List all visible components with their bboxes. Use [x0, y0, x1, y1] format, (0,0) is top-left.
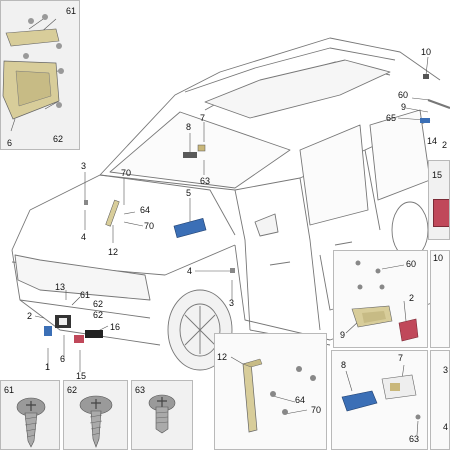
- detail-callout-8: 8: [341, 360, 347, 370]
- screw-61-illustration: [16, 397, 46, 448]
- detail-12-callout-64: 64: [295, 395, 306, 405]
- callout-62-front-a: 62: [93, 299, 104, 309]
- callout-61-top: 61: [66, 6, 77, 16]
- detail-9-callout-2: 2: [409, 293, 415, 303]
- screw-label-63: 63: [135, 385, 146, 395]
- callout-60: 60: [398, 90, 409, 100]
- detail-12-callout-70: 70: [311, 405, 322, 415]
- callout-16: 16: [110, 322, 121, 332]
- callout-3: 3: [81, 161, 87, 171]
- callout-13: 13: [55, 282, 66, 292]
- callout-15-front: 15: [76, 371, 87, 381]
- detail-callout-10: 10: [433, 253, 444, 263]
- callout-5: 5: [186, 188, 192, 198]
- callout-63: 63: [200, 176, 211, 186]
- callout-2-right: 2: [442, 140, 448, 150]
- callout-12: 12: [108, 247, 119, 257]
- detail-8-callout-63: 63: [409, 434, 420, 444]
- screw-label-61: 61: [4, 385, 15, 395]
- part-9-illustration: [345, 260, 419, 342]
- bracket-assembly-illustration: [2, 14, 64, 132]
- callout-4-top: 4: [81, 232, 87, 242]
- inset-right-partial-10: 10: [430, 250, 450, 348]
- part-12-illustration: [230, 356, 316, 433]
- callout-1: 1: [45, 362, 51, 372]
- inset-right-partial-15: 15: [428, 160, 450, 240]
- screw-inset-63: 63: [131, 380, 193, 450]
- callout-8: 8: [186, 122, 192, 132]
- callout-2-front: 2: [27, 311, 33, 321]
- detail-8-callout-7: 7: [398, 353, 404, 363]
- inset-right-partial-3-4: 3 4: [430, 350, 450, 450]
- callout-6-front: 6: [60, 354, 66, 364]
- callout-3-mid: 3: [229, 298, 235, 308]
- inset-part-8-7: 8 7 63: [331, 350, 428, 450]
- inset-part-12: 12 64 70: [214, 333, 327, 450]
- callout-62-front-b: 62: [93, 310, 104, 320]
- inset-part-9: 60 2 9: [333, 250, 428, 348]
- detail-callout-4: 4: [443, 422, 449, 432]
- callout-70-b: 70: [144, 221, 155, 231]
- callout-65: 65: [386, 113, 397, 123]
- callout-14: 14: [427, 136, 438, 146]
- inset-bracket-assembly: 61 6 62: [0, 0, 80, 150]
- detail-callout-3: 3: [443, 365, 449, 375]
- screw-63-illustration: [148, 394, 176, 434]
- callout-62-inset: 62: [53, 134, 64, 144]
- callout-70-a: 70: [121, 168, 132, 178]
- callout-4-mid: 4: [187, 266, 193, 276]
- detail-9-callout-9: 9: [340, 330, 346, 340]
- screw-inset-62: 62: [63, 380, 128, 450]
- part-8-7-illustration: [341, 364, 421, 436]
- callout-10: 10: [421, 47, 432, 57]
- screw-label-62: 62: [67, 385, 78, 395]
- callout-61-front: 61: [80, 290, 91, 300]
- part-15-red-module: [433, 199, 449, 227]
- callout-9: 9: [401, 102, 407, 112]
- callout-6-inset: 6: [7, 138, 13, 148]
- callout-15-right: 15: [432, 170, 443, 180]
- callout-64-a: 64: [140, 205, 151, 215]
- callout-7: 7: [200, 113, 206, 123]
- detail-9-callout-60: 60: [406, 259, 417, 269]
- screw-inset-61: 61: [0, 380, 60, 450]
- screw-62-illustration: [79, 395, 113, 448]
- detail-callout-12: 12: [217, 352, 228, 362]
